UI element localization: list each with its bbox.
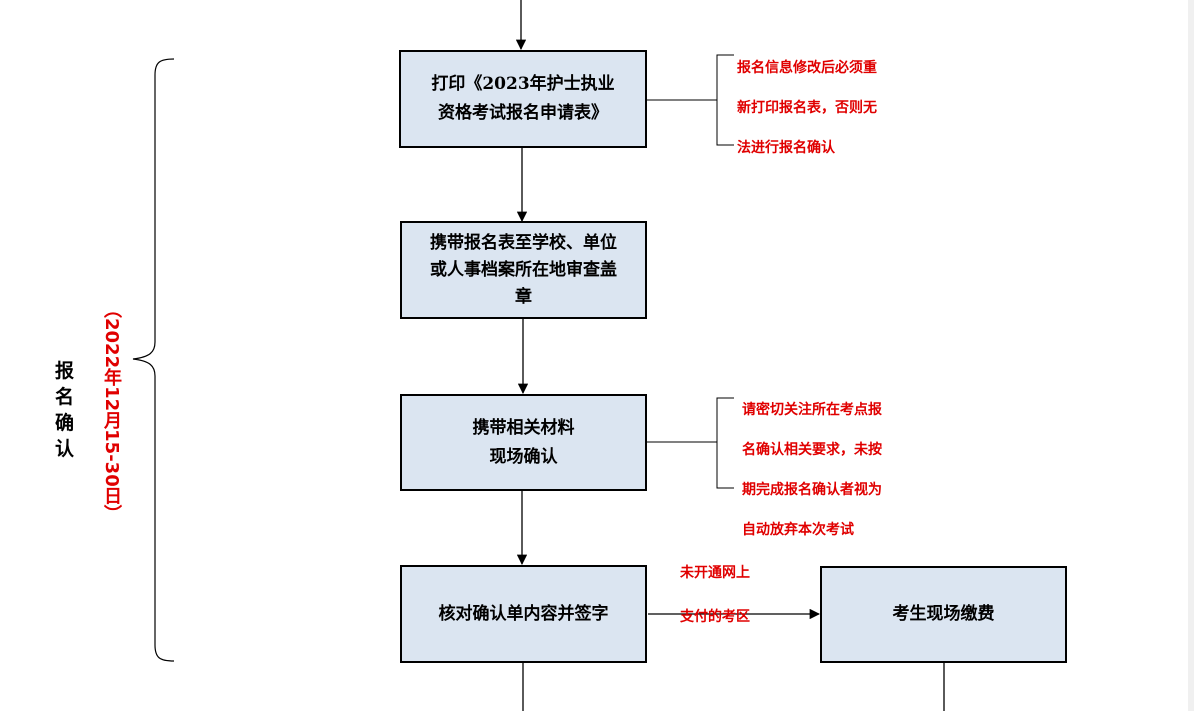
box-line: 考生现场缴费 xyxy=(892,604,995,624)
box-line: 打印《2023年护士执业 xyxy=(431,74,615,94)
box-line: 携带相关材料 xyxy=(472,417,575,438)
bracket-confirm-note xyxy=(716,397,734,489)
group-title: 报 名 确 认 xyxy=(55,358,74,462)
note-line: 新打印报名表，否则无 xyxy=(737,100,877,116)
note-print: 报名信息修改后必须重 新打印报名表，否则无 法进行报名确认 xyxy=(737,58,877,158)
window-edge xyxy=(1188,0,1194,711)
step-verify-sign: 核对确认单内容并签字 xyxy=(400,565,647,663)
note-line: 名确认相关要求，未按 xyxy=(742,442,882,458)
note-confirm: 请密切关注所在考点报 名确认相关要求，未按 期完成报名确认者视为 自动放弃本次考… xyxy=(742,400,882,540)
step-print-form: 打印《2023年护士执业 资格考试报名申请表》 xyxy=(399,50,647,148)
box-line: 现场确认 xyxy=(489,446,558,467)
note-line: 支付的考区 xyxy=(680,609,750,625)
note-line: 期完成报名确认者视为 xyxy=(742,482,882,498)
group-brace xyxy=(132,58,175,662)
box-line: 或人事档案所在地审查盖 xyxy=(430,259,617,280)
note-line: 自动放弃本次考试 xyxy=(742,522,854,538)
note-line: 法进行报名确认 xyxy=(737,140,835,156)
box-line: 核对确认单内容并签字 xyxy=(438,603,609,624)
note-line: 未开通网上 xyxy=(680,565,750,581)
group-title-char: 确 xyxy=(55,412,75,434)
step-stamp: 携带报名表至学校、单位 或人事档案所在地审查盖 章 xyxy=(400,221,647,319)
note-payment: 未开通网上 支付的考区 xyxy=(680,562,750,628)
step-onsite-confirm: 携带相关材料 现场确认 xyxy=(400,394,647,491)
step-pay-onsite: 考生现场缴费 xyxy=(820,566,1067,663)
note-line: 请密切关注所在考点报 xyxy=(742,402,882,418)
group-title-char: 认 xyxy=(55,438,75,460)
note-line: 报名信息修改后必须重 xyxy=(737,60,877,76)
group-date-range: （2022年12月15-30日） xyxy=(101,300,122,523)
group-title-char: 报 xyxy=(55,360,75,382)
bracket-print-note xyxy=(716,54,734,146)
box-line: 携带报名表至学校、单位 xyxy=(430,232,617,253)
box-line: 资格考试报名申请表》 xyxy=(438,103,608,123)
box-line: 章 xyxy=(515,286,532,307)
group-title-char: 名 xyxy=(55,386,75,408)
